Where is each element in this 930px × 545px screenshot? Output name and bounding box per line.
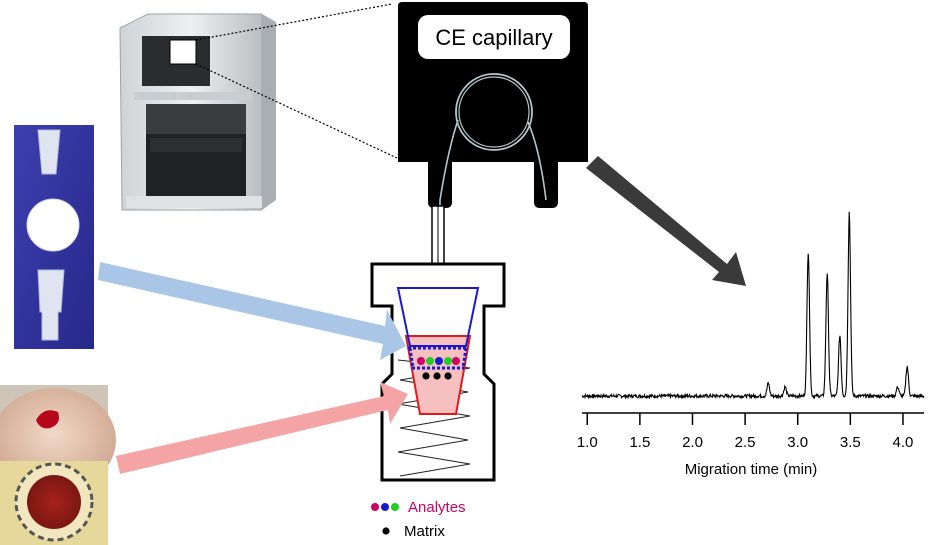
matrix-dot — [444, 372, 452, 380]
x-tick-label: 2.0 — [682, 434, 703, 451]
capillary-window — [169, 39, 197, 65]
x-tick-label: 1.5 — [629, 434, 650, 451]
zoom-line-bottom — [195, 63, 398, 159]
x-tick-label: 3.5 — [840, 434, 861, 451]
x-tick-label: 3.0 — [787, 434, 808, 451]
analyte-dot — [426, 357, 434, 365]
cartridge-label: CE capillary — [435, 25, 552, 50]
dried-blood-spot-photo — [0, 461, 108, 545]
analyte-dot — [435, 357, 443, 365]
x-axis-label: Migration time (min) — [685, 461, 818, 478]
analyte-dot — [417, 357, 425, 365]
matrix-dot — [422, 372, 430, 380]
electropherogram: 1.0 1.5 2.0 2.5 3.0 3.5 4.0 Migration time (mi… — [577, 211, 925, 478]
legend-analyte-dot — [381, 503, 389, 511]
legend-analyte-dot — [371, 503, 379, 511]
matrix-dot — [433, 372, 441, 380]
capillary-coil — [455, 73, 533, 151]
legend: Analytes Matrix — [371, 499, 466, 540]
output-arrow — [586, 156, 746, 286]
inner-insert-blue — [396, 287, 480, 347]
x-tick-label: 1.0 — [577, 434, 598, 451]
zoom-line-top — [195, 3, 393, 41]
legend-matrix-dot — [382, 527, 390, 535]
ce-instrument-photo — [119, 13, 276, 211]
analyte-dot — [444, 357, 452, 365]
capillary-cartridge: CE capillary — [398, 2, 588, 250]
electropherogram-trace — [581, 211, 925, 400]
legend-analyte-dot — [391, 503, 399, 511]
cartridge-label-box — [418, 15, 570, 59]
blood-to-vial-arrow — [116, 382, 408, 474]
sample-vial — [370, 262, 506, 482]
legend-analytes-label: Analytes — [408, 499, 466, 516]
x-tick-label: 2.5 — [735, 434, 756, 451]
filter-to-vial-arrow — [98, 262, 406, 360]
analyte-dot — [452, 357, 460, 365]
x-tick-label: 4.0 — [893, 434, 914, 451]
x-axis-ticks: 1.0 1.5 2.0 2.5 3.0 3.5 4.0 — [577, 413, 914, 451]
legend-matrix-label: Matrix — [404, 523, 445, 540]
filter-insert-photo — [14, 125, 94, 349]
